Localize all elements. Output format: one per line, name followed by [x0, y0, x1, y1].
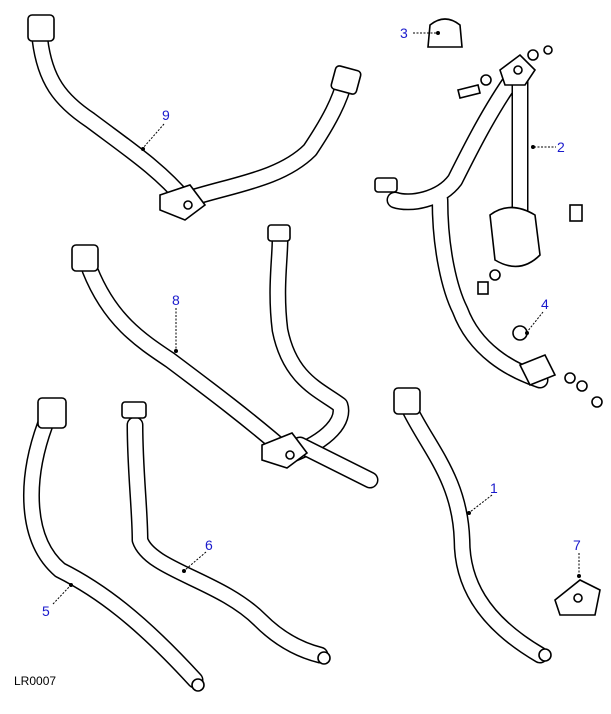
seat-belt-2 [374, 18, 603, 408]
seat-belt-5 [23, 397, 205, 692]
callout-6: 6 [205, 537, 213, 553]
seat-belt-8 [71, 224, 379, 489]
callout-4: 4 [541, 296, 549, 312]
callout-8: 8 [172, 292, 180, 308]
callout-7: 7 [573, 537, 581, 553]
seat-belt-6 [121, 401, 331, 665]
callout-2: 2 [557, 139, 565, 155]
leader-lines [52, 31, 581, 605]
callout-3: 3 [400, 25, 408, 41]
seat-belt-9 [27, 14, 362, 221]
callout-1: 1 [490, 480, 498, 496]
part-7-bracket [554, 579, 601, 616]
callout-9: 9 [162, 107, 170, 123]
reference-code: LR0007 [14, 674, 57, 688]
callout-5: 5 [42, 603, 50, 619]
seat-belt-1 [393, 387, 552, 664]
